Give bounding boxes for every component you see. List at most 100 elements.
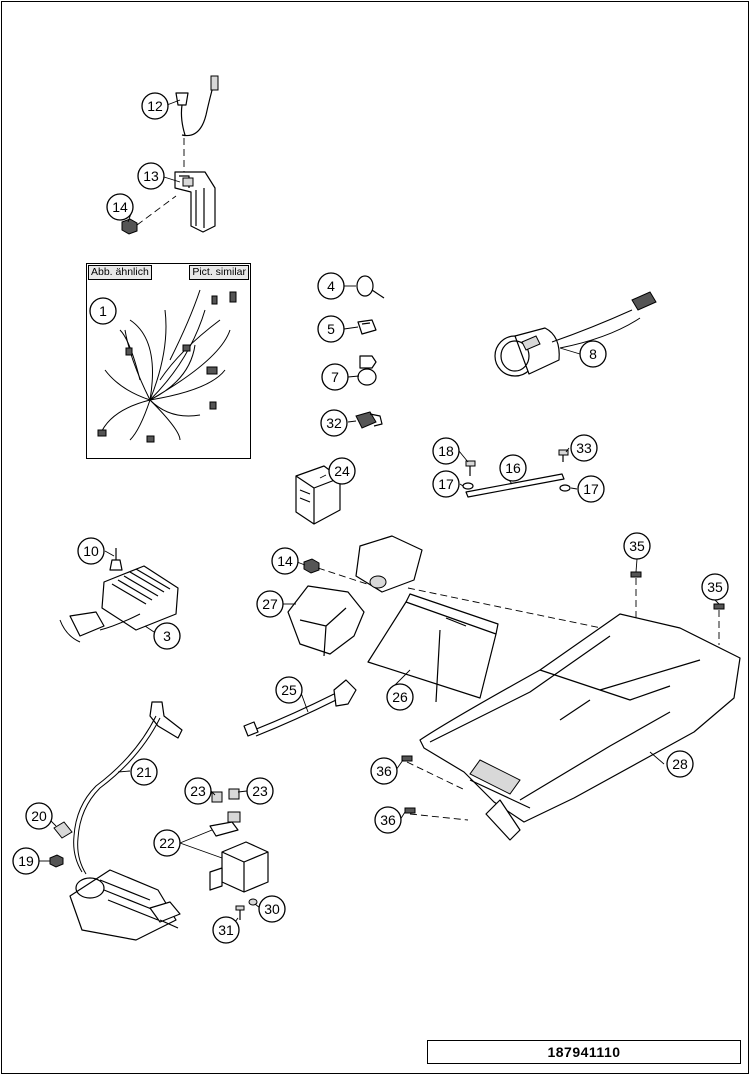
part-18-screw (465, 460, 476, 476)
part-4-cable-tie (356, 275, 385, 299)
svg-text:24: 24 (334, 463, 350, 479)
part-27-holder (287, 535, 423, 657)
svg-text:4: 4 (327, 278, 335, 294)
svg-text:18: 18 (438, 443, 454, 459)
callout-19: 19 (12, 847, 40, 875)
part-3-regulator (59, 565, 179, 643)
part-5-clip (357, 319, 377, 335)
part-12-switch-cable (175, 75, 219, 172)
svg-text:21: 21 (136, 764, 152, 780)
harness-inset-box: Abb. ähnlich Pict. similar (86, 263, 251, 459)
callout-4: 4 (317, 272, 345, 300)
callout-14-top: 14 (106, 193, 134, 221)
part-35-bolts (630, 571, 725, 645)
callout-21: 21 (130, 758, 158, 786)
svg-text:8: 8 (589, 346, 597, 362)
svg-text:7: 7 (331, 369, 339, 385)
callout-14-middle: 14 (271, 547, 299, 575)
svg-text:28: 28 (672, 756, 688, 772)
part-8-unit-with-cable (494, 291, 657, 377)
part-19-nut (49, 854, 64, 868)
document-number-box: 187941110 (427, 1040, 741, 1064)
callout-36-top: 36 (370, 757, 398, 785)
callout-7: 7 (321, 363, 349, 391)
part-36-screws (401, 755, 469, 821)
svg-text:14: 14 (277, 553, 293, 569)
callout-32: 32 (320, 409, 348, 437)
part-25-cable (243, 679, 357, 737)
svg-text:30: 30 (264, 901, 280, 917)
svg-text:23: 23 (190, 783, 206, 799)
part-10-sensor (109, 548, 123, 571)
part-28-airbox (419, 613, 741, 841)
inset-label-english: Pict. similar (189, 265, 249, 280)
part-14-nut (303, 558, 371, 586)
callout-17-left: 17 (432, 470, 460, 498)
part-23-fuses (211, 788, 241, 823)
part-32-connector (355, 411, 383, 429)
callout-24: 24 (328, 457, 356, 485)
callout-13: 13 (137, 162, 165, 190)
callout-26: 26 (386, 683, 414, 711)
callout-23-left: 23 (184, 777, 212, 805)
svg-text:5: 5 (327, 321, 335, 337)
svg-text:19: 19 (18, 853, 34, 869)
svg-text:10: 10 (83, 543, 99, 559)
callout-1: 1 (89, 297, 117, 325)
svg-text:26: 26 (392, 689, 408, 705)
part-20-cap (53, 821, 73, 839)
part-30-31-screws (235, 898, 258, 920)
callout-33: 33 (570, 434, 598, 462)
callout-31: 31 (212, 916, 240, 944)
callout-30: 30 (258, 895, 286, 923)
svg-text:35: 35 (707, 579, 723, 595)
part-16-strap (465, 473, 565, 498)
part-22-relay (209, 821, 269, 893)
part-21-starter-cable (73, 701, 183, 875)
callout-23-right: 23 (246, 777, 274, 805)
svg-text:14: 14 (112, 199, 128, 215)
svg-text:23: 23 (252, 783, 268, 799)
part-24-cover (295, 465, 341, 525)
svg-text:32: 32 (326, 415, 342, 431)
inset-label-german: Abb. ähnlich (88, 265, 152, 280)
svg-text:1: 1 (99, 303, 107, 319)
svg-text:20: 20 (31, 808, 47, 824)
callout-27: 27 (256, 590, 284, 618)
svg-text:36: 36 (376, 763, 392, 779)
svg-text:31: 31 (218, 922, 234, 938)
part-1-wiring-harness (97, 289, 237, 443)
svg-text:16: 16 (505, 460, 521, 476)
part-33-screw (558, 449, 569, 462)
svg-text:25: 25 (281, 682, 297, 698)
callout-28: 28 (666, 750, 694, 778)
leader-lines (39, 99, 720, 927)
svg-text:22: 22 (159, 835, 175, 851)
callout-18: 18 (432, 437, 460, 465)
part-13-bracket (174, 171, 216, 233)
callout-16: 16 (499, 454, 527, 482)
callout-35-left: 35 (623, 532, 651, 560)
svg-text:36: 36 (380, 812, 396, 828)
part-14-bolt-top (121, 195, 177, 235)
callout-36-bottom: 36 (374, 806, 402, 834)
callout-25: 25 (275, 676, 303, 704)
svg-text:17: 17 (583, 481, 599, 497)
svg-text:17: 17 (438, 476, 454, 492)
svg-text:12: 12 (147, 98, 163, 114)
callout-3: 3 (153, 622, 181, 650)
svg-text:3: 3 (163, 628, 171, 644)
callout-22: 22 (153, 829, 181, 857)
svg-text:13: 13 (143, 168, 159, 184)
starter-motor (69, 869, 181, 941)
svg-text:33: 33 (576, 440, 592, 456)
svg-text:35: 35 (629, 538, 645, 554)
svg-text:27: 27 (262, 596, 278, 612)
callout-8: 8 (579, 340, 607, 368)
callout-12: 12 (141, 92, 169, 120)
callout-10: 10 (77, 537, 105, 565)
callout-17-right: 17 (577, 475, 605, 503)
callout-35-right: 35 (701, 573, 729, 601)
